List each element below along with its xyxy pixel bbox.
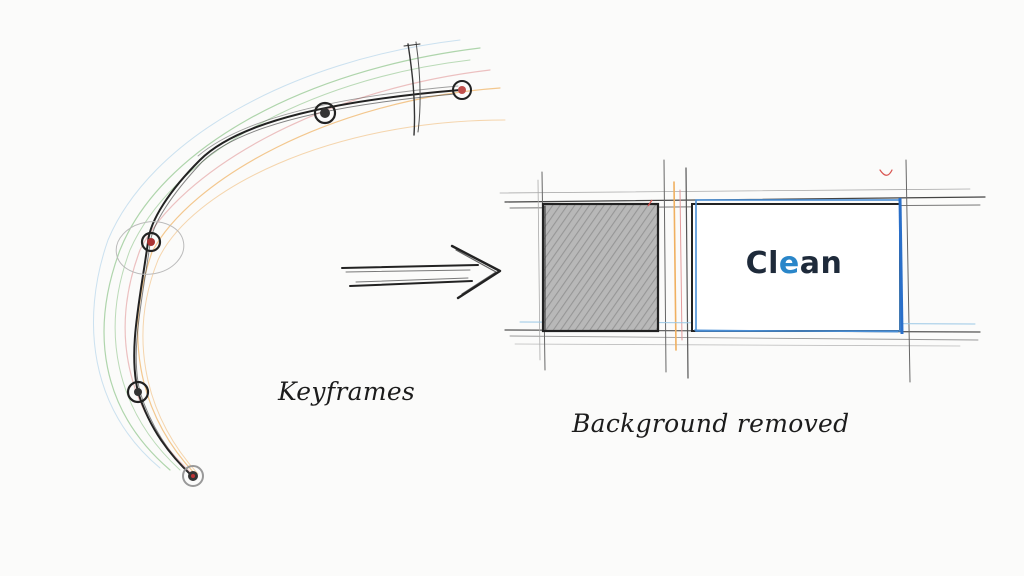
- keyframe-dot-icon: [452, 80, 472, 100]
- keyframes-label: Keyframes: [278, 377, 416, 406]
- keyframe-dots: [126, 80, 472, 487]
- keyframe-dot-icon: [313, 101, 337, 125]
- clean-label-accent: e: [778, 246, 800, 281]
- background-removed-label: Background removed: [572, 409, 850, 438]
- keyframe-dot-icon: [126, 380, 150, 404]
- motion-path: [93, 39, 506, 479]
- keyframe-dot-icon: [182, 465, 204, 487]
- keyframe-dot-icon: [140, 231, 162, 253]
- clean-frame: [691, 197, 904, 335]
- original-frame: [541, 199, 660, 333]
- right-arrow-icon: [341, 244, 502, 300]
- clean-label: Clean: [745, 246, 843, 281]
